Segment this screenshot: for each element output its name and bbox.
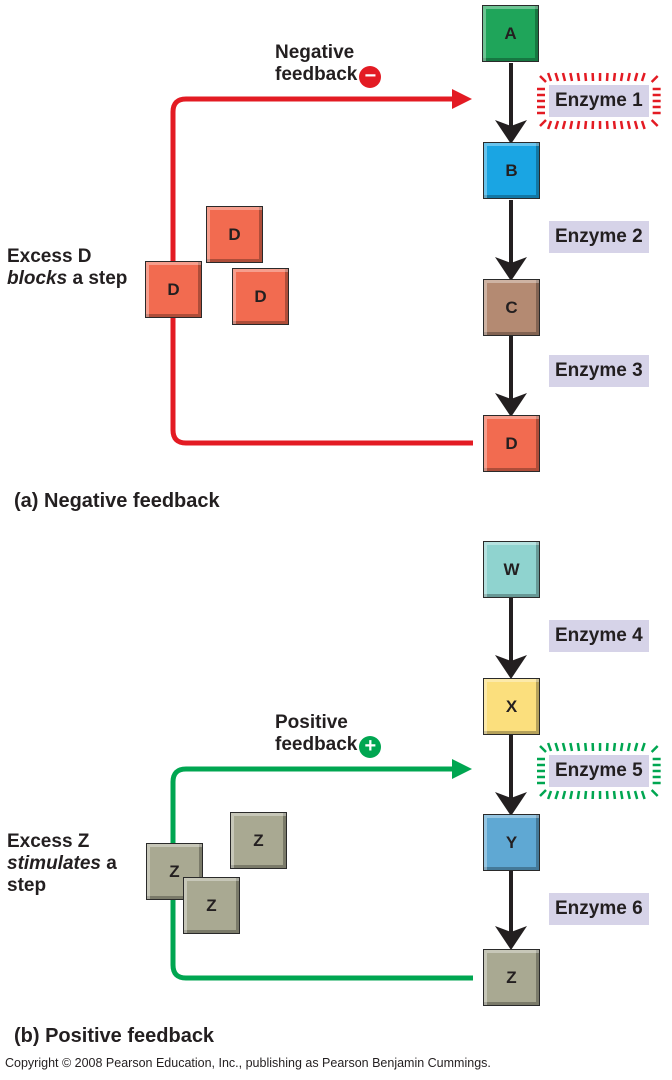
- burst-dash: [561, 790, 567, 800]
- burst-dash: [612, 790, 617, 800]
- negative-feedback-label: Negative feedback−: [275, 42, 382, 88]
- burst-dash: [619, 742, 624, 752]
- burst-dash: [576, 742, 581, 752]
- molecule-d: D: [483, 415, 540, 472]
- molecule-w: W: [483, 541, 540, 598]
- burst-dash: [626, 72, 631, 82]
- copyright-notice: Copyright © 2008 Pearson Education, Inc.…: [5, 1056, 491, 1070]
- burst-dash: [539, 745, 547, 753]
- burst-dash: [619, 72, 624, 82]
- enzyme-1-label: Enzyme 1: [549, 85, 649, 117]
- burst-dash: [539, 75, 547, 83]
- plus-icon: +: [359, 736, 382, 758]
- negative-feedback-arrowhead: [452, 89, 472, 109]
- burst-dash: [640, 72, 646, 82]
- molecule-y: Y: [483, 814, 540, 871]
- enzyme-5-label: Enzyme 5: [549, 755, 649, 787]
- excess-molecule-z: Z: [183, 877, 240, 934]
- burst-dash: [569, 742, 574, 752]
- excess-z-label: Excess Z stimulates a step: [7, 831, 117, 896]
- burst-dash: [554, 790, 560, 800]
- molecule-a: A: [482, 5, 539, 62]
- burst-dash: [561, 72, 567, 82]
- positive-feedback-arrowhead: [452, 759, 472, 779]
- burst-dash: [546, 790, 553, 800]
- excess-molecule-d: D: [145, 261, 202, 318]
- enzyme-4-label: Enzyme 4: [549, 620, 649, 652]
- molecule-z: Z: [483, 949, 540, 1006]
- burst-dash: [576, 72, 581, 82]
- burst-dash: [554, 72, 560, 82]
- burst-dash: [546, 742, 553, 752]
- burst-dash: [612, 120, 617, 130]
- burst-dash: [539, 789, 547, 797]
- burst-dash: [561, 120, 567, 130]
- molecule-b: B: [483, 142, 540, 199]
- burst-dash: [633, 790, 639, 800]
- negative-feedback-path: [170, 89, 473, 446]
- burst-dash: [650, 789, 659, 797]
- burst-dash: [640, 742, 646, 752]
- excess-molecule-d: D: [206, 206, 263, 263]
- burst-dash: [633, 120, 639, 130]
- burst-dash: [583, 72, 588, 82]
- burst-dash: [569, 120, 574, 130]
- burst-dash: [554, 742, 560, 752]
- positive-feedback-label: Positive feedback+: [275, 712, 382, 758]
- burst-dash: [612, 742, 617, 752]
- excess-molecule-d: D: [232, 268, 289, 325]
- burst-dash: [569, 72, 574, 82]
- burst-dash: [633, 742, 639, 752]
- excess-d-label: Excess D blocks a step: [7, 246, 128, 289]
- enzyme-2-label: Enzyme 2: [549, 221, 649, 253]
- burst-dash: [626, 742, 631, 752]
- burst-dash: [576, 790, 581, 800]
- burst-dash: [583, 120, 588, 130]
- minus-icon: −: [359, 66, 382, 88]
- burst-dash: [633, 72, 639, 82]
- burst-dash: [619, 790, 624, 800]
- burst-dash: [569, 790, 574, 800]
- enzyme-3-label: Enzyme 3: [549, 355, 649, 387]
- enzyme-5-stimulation-burst: [537, 742, 661, 800]
- burst-dash: [650, 119, 659, 127]
- burst-dash: [640, 120, 646, 130]
- burst-dash: [640, 790, 646, 800]
- excess-molecule-z: Z: [230, 812, 287, 869]
- enzyme-6-label: Enzyme 6: [549, 893, 649, 925]
- burst-dash: [576, 120, 581, 130]
- burst-dash: [561, 742, 567, 752]
- burst-dash: [650, 75, 659, 83]
- burst-dash: [626, 120, 631, 130]
- panel-a-caption: (a) Negative feedback: [14, 490, 220, 512]
- burst-dash: [626, 790, 631, 800]
- burst-dash: [612, 72, 617, 82]
- burst-dash: [539, 119, 547, 127]
- burst-dash: [546, 72, 553, 82]
- enzyme-1-inhibition-burst: [537, 72, 661, 130]
- panel-b-caption: (b) Positive feedback: [14, 1025, 215, 1047]
- burst-dash: [650, 745, 659, 753]
- burst-dash: [583, 790, 588, 800]
- burst-dash: [546, 120, 553, 130]
- molecule-c: C: [483, 279, 540, 336]
- positive-feedback-path: [170, 759, 473, 981]
- burst-dash: [619, 120, 624, 130]
- burst-dash: [554, 120, 560, 130]
- burst-dash: [583, 742, 588, 752]
- molecule-x: X: [483, 678, 540, 735]
